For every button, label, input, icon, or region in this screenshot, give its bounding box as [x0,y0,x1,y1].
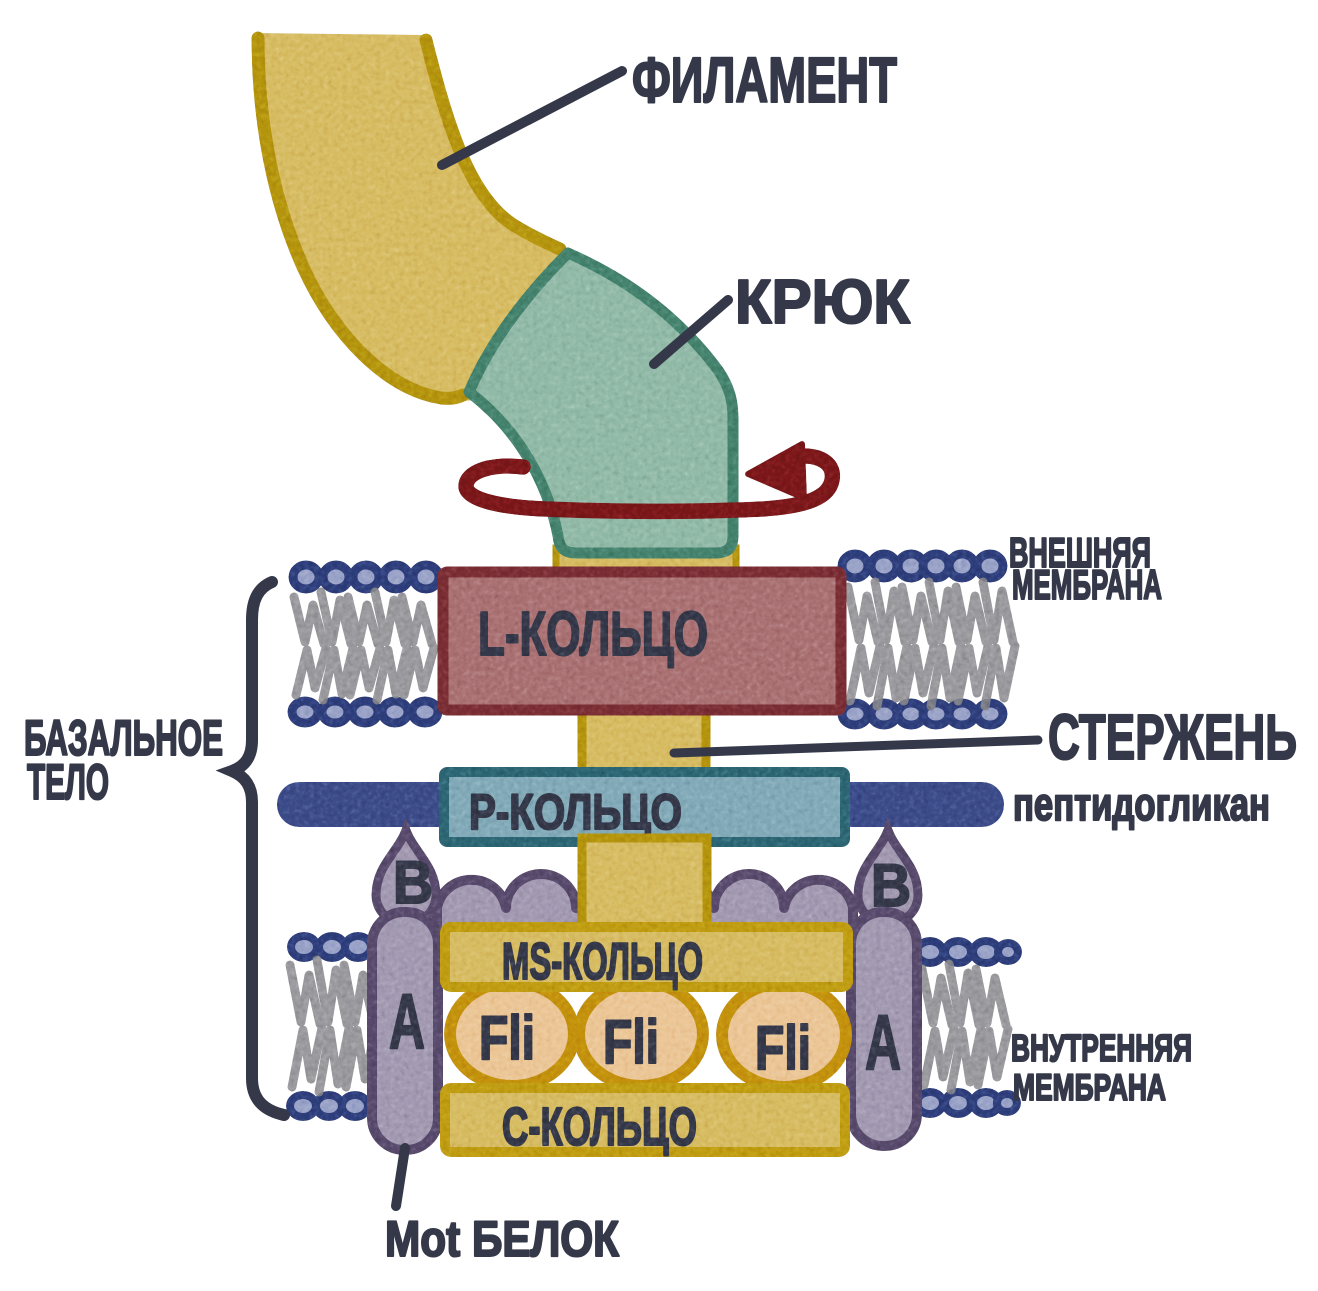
svg-text:КРЮК: КРЮК [735,268,910,337]
svg-text:БАЗАЛЬНОЕ: БАЗАЛЬНОЕ [24,710,223,766]
svg-text:МЕМБРАНА: МЕМБРАНА [1012,561,1162,608]
svg-text:Mot БЕЛОК: Mot БЕЛОК [385,1211,619,1267]
svg-text:B: B [871,852,911,919]
svg-text:ТЕЛО: ТЕЛО [27,754,109,810]
svg-text:B: B [393,849,433,916]
svg-text:ВНУТРЕННЯЯ: ВНУТРЕННЯЯ [1011,1028,1192,1070]
svg-text:C-КОЛЬЦО: C-КОЛЬЦО [502,1097,697,1157]
svg-text:СТЕРЖЕНЬ: СТЕРЖЕНЬ [1048,701,1297,773]
svg-text:MS-КОЛЬЦО: MS-КОЛЬЦО [502,933,703,991]
svg-text:Fli: Fli [755,1014,811,1083]
svg-text:A: A [389,977,425,1065]
svg-text:L-КОЛЬЦО: L-КОЛЬЦО [478,600,708,669]
svg-text:P-КОЛЬЦО: P-КОЛЬЦО [469,784,682,840]
svg-text:Fli: Fli [603,1008,659,1077]
svg-text:пептидогликан: пептидогликан [1013,778,1270,830]
svg-text:ФИЛАМЕНТ: ФИЛАМЕНТ [632,44,897,116]
svg-text:A: A [865,998,901,1086]
svg-text:ВНЕШНЯЯ: ВНЕШНЯЯ [1009,529,1151,576]
svg-text:Fli: Fli [479,1004,535,1073]
svg-text:МЕМБРАНА: МЕМБРАНА [1013,1067,1166,1108]
